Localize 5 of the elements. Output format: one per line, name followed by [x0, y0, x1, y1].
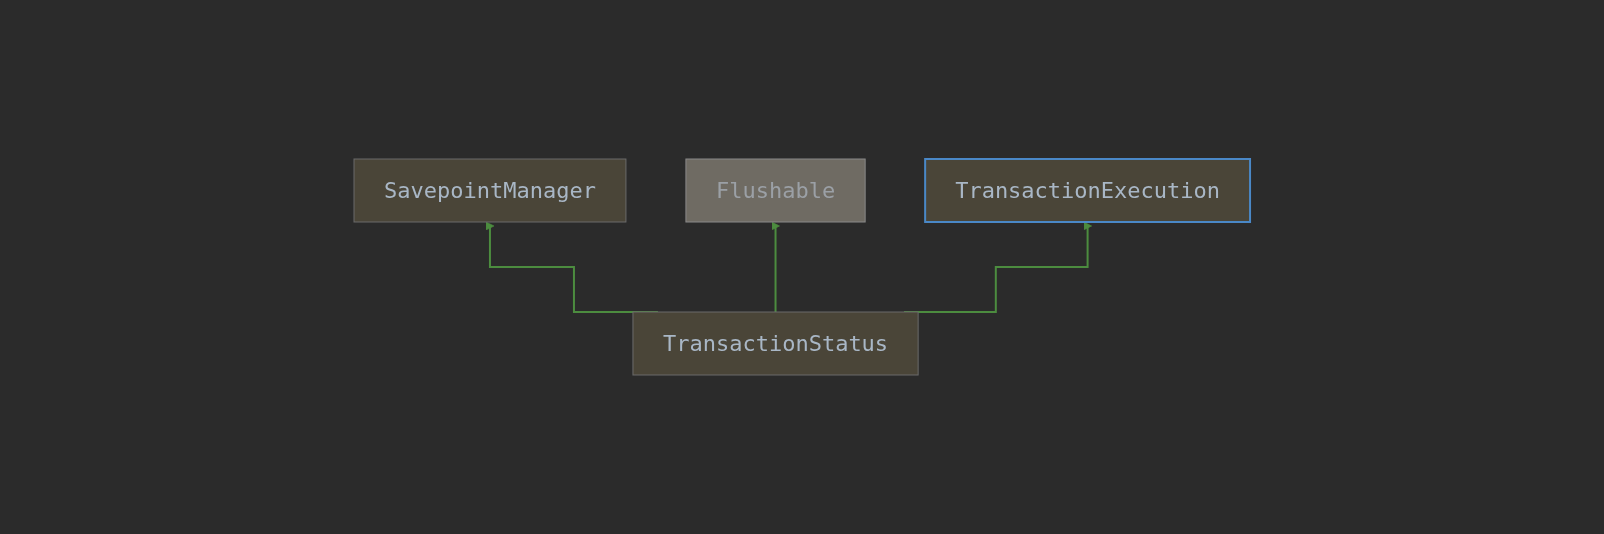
arrow: [771, 221, 780, 313]
node-box: SavepointManager: [353, 158, 627, 223]
node-box: TransactionExecution: [924, 158, 1251, 223]
node-box: TransactionStatus: [632, 311, 919, 376]
node-box: Flushable: [685, 158, 866, 223]
